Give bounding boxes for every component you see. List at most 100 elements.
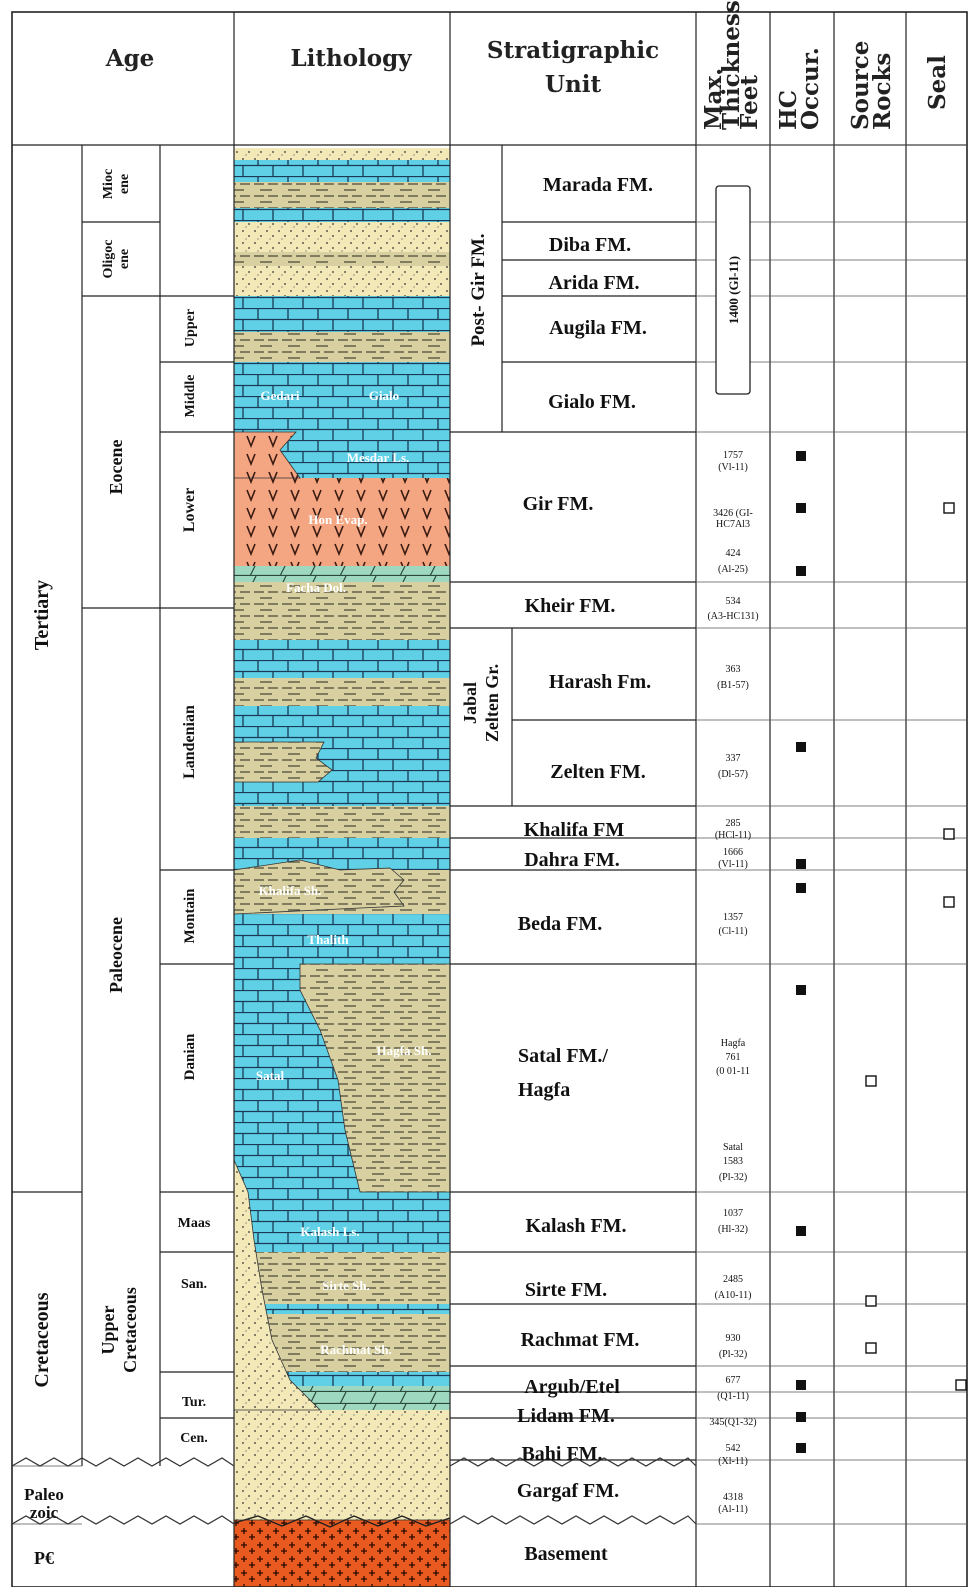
hc-marker-gir-1 <box>796 451 806 461</box>
epoch-oligocene-line2: ene <box>117 249 132 269</box>
thickness-dahra-a: 1666 <box>723 847 743 858</box>
stage-maas: Maas <box>178 1216 211 1231</box>
header-thickness-line3: Feet <box>736 75 763 130</box>
era-precambrian: P€ <box>34 1548 54 1568</box>
thickness-harash-a: 363 <box>726 664 741 675</box>
formation-lidam: Lidam FM. <box>517 1405 615 1427</box>
epoch-paleocene: Paleocene <box>106 917 126 993</box>
thickness-gargaf-b: (Al-11) <box>718 1504 748 1515</box>
lithology-facies-5 <box>233 1159 321 1411</box>
stage-landenian: Landenian <box>181 705 198 779</box>
thickness-satal-b: 1583 <box>723 1156 743 1167</box>
seal-marker-khalifa <box>943 828 955 840</box>
formation-gir: Gir FM. <box>523 493 594 515</box>
formation-satal-line2: Hagfa <box>518 1079 570 1101</box>
thickness-satal-c: (Pl-32) <box>719 1172 747 1183</box>
unconformity-line <box>449 1515 697 1525</box>
header-row: Age Lithology Stratigraphic Unit Max. Th… <box>105 0 951 130</box>
thickness-zelten-b: (Dl-57) <box>718 769 748 780</box>
epoch-column: Mioc ene Oligoc ene Eocene Paleocene Upp… <box>98 169 140 1373</box>
thickness-bracket-post-gir <box>715 185 751 395</box>
thickness-lidam: 345(Q1-32) <box>709 1417 756 1428</box>
stage-middle: Middle <box>183 375 198 418</box>
thickness-gir-1-b: (Vl-11) <box>718 462 748 473</box>
header-hc-line1: HC <box>775 90 802 130</box>
lith-label-khalifa: Khalifa Sh. <box>259 883 322 898</box>
formation-marada: Marada FM. <box>543 174 653 196</box>
seal-marker-beda <box>943 896 955 908</box>
hc-marker-bahi <box>796 1443 806 1453</box>
header-thickness-line2: Thickness <box>718 0 745 130</box>
stage-san: San. <box>181 1277 207 1292</box>
stage-cen: Cen. <box>180 1431 208 1446</box>
header-source-line1: Source <box>847 41 874 130</box>
thickness-hagfa-b: 761 <box>726 1052 741 1063</box>
lithology-bed-2 <box>234 160 450 182</box>
thickness-kheir-a: 534 <box>726 596 741 607</box>
thickness-gir-3-a: 424 <box>726 548 741 559</box>
lithology-bed-9 <box>234 332 450 362</box>
era-tertiary: Tertiary <box>31 580 53 650</box>
unconformity-line <box>11 1515 235 1525</box>
group-jabal-line2: Zelten Gr. <box>482 664 502 742</box>
formation-bahi: Bahi FM. <box>521 1443 602 1465</box>
lithology-bed-3 <box>234 182 450 208</box>
thickness-argub-a: 677 <box>726 1375 741 1386</box>
basement-unconformity <box>233 1515 451 1528</box>
thickness-post-gir: 1400 (Gl-11) <box>726 256 741 324</box>
lithology-bed-6 <box>234 252 450 266</box>
chart-grid <box>11 11 968 1587</box>
header-seal: Seal <box>924 55 951 110</box>
formation-satal-line1: Satal FM./ <box>518 1045 608 1067</box>
formation-kalash: Kalash FM. <box>525 1215 626 1237</box>
group-labels: Post- Gir FM. Jabal Zelten Gr. <box>460 233 502 742</box>
lithology-column <box>233 148 451 1587</box>
group-post-gir: Post- Gir FM. <box>468 233 489 346</box>
epoch-miocene-line1: Mioc <box>101 169 116 199</box>
thickness-gir-2-a: 3426 (GI- <box>713 508 753 519</box>
lithology-bed-4 <box>234 208 450 222</box>
lithology-facies-2 <box>233 741 333 783</box>
lith-label-hon-evap: Hon Evap. <box>308 512 367 527</box>
era-cretaceous: Cretaceous <box>31 1292 53 1387</box>
lithology-bed-15 <box>234 640 450 678</box>
lithology-bed-13 <box>234 566 450 582</box>
lithology-bed-1 <box>234 148 450 160</box>
formation-argub: Argub/Etel <box>524 1376 620 1398</box>
thickness-column: 1400 (Gl-11) 1757 (Vl-11) 3426 (GI- HC7A… <box>707 185 759 1515</box>
hc-marker-zelten <box>796 742 806 752</box>
stage-column: Upper Middle Lower Landenian Montain Dan… <box>178 309 211 1446</box>
lithology-bed-12 <box>234 478 450 566</box>
era-paleozoic-line1: Paleo <box>24 1485 64 1504</box>
lith-label-satal: Satal <box>256 1068 285 1083</box>
lith-label-thalith: Thalith <box>307 932 349 947</box>
formation-basement: Basement <box>524 1543 608 1565</box>
formation-kheir: Kheir FM. <box>525 595 616 617</box>
lithology-bed-10 <box>234 362 450 432</box>
thickness-rachmat-b: (Pl-32) <box>719 1349 747 1360</box>
lithology-facies-3 <box>233 859 405 915</box>
thickness-sirte-b: (A10-11) <box>715 1290 752 1301</box>
thickness-gir-2-b: HC7Al3 <box>716 519 750 530</box>
epoch-upper-cretaceous-line1: Upper <box>98 1305 118 1354</box>
header-lithology: Lithology <box>290 45 412 72</box>
lithology-bed-18 <box>234 806 450 838</box>
lithology-facies-6 <box>233 1519 451 1587</box>
era-column: Tertiary Cretaceous Paleo zoic P€ <box>24 580 64 1568</box>
epoch-miocene-line2: ene <box>117 174 132 194</box>
thickness-khalifa-a: 285 <box>726 818 741 829</box>
hc-marker-gir-2 <box>796 503 806 513</box>
lith-label-gedari: Gedari <box>261 388 300 403</box>
thickness-satal-a: Satal <box>723 1142 743 1153</box>
markers <box>796 451 967 1453</box>
lithology-bed-5 <box>234 222 450 252</box>
formation-augila: Augila FM. <box>549 317 647 339</box>
formation-rachmat: Rachmat FM. <box>521 1329 640 1351</box>
formation-gargaf: Gargaf FM. <box>517 1480 619 1502</box>
lithology-labels: Gedari Gialo Mesdar Ls. Hon Evap. Facha … <box>256 388 432 1357</box>
thickness-kalash-b: (Hl-32) <box>718 1224 748 1235</box>
header-age: Age <box>105 45 155 72</box>
lithology-bed-8 <box>234 296 450 332</box>
source-marker-sirte <box>865 1295 877 1307</box>
epoch-eocene: Eocene <box>106 439 126 494</box>
